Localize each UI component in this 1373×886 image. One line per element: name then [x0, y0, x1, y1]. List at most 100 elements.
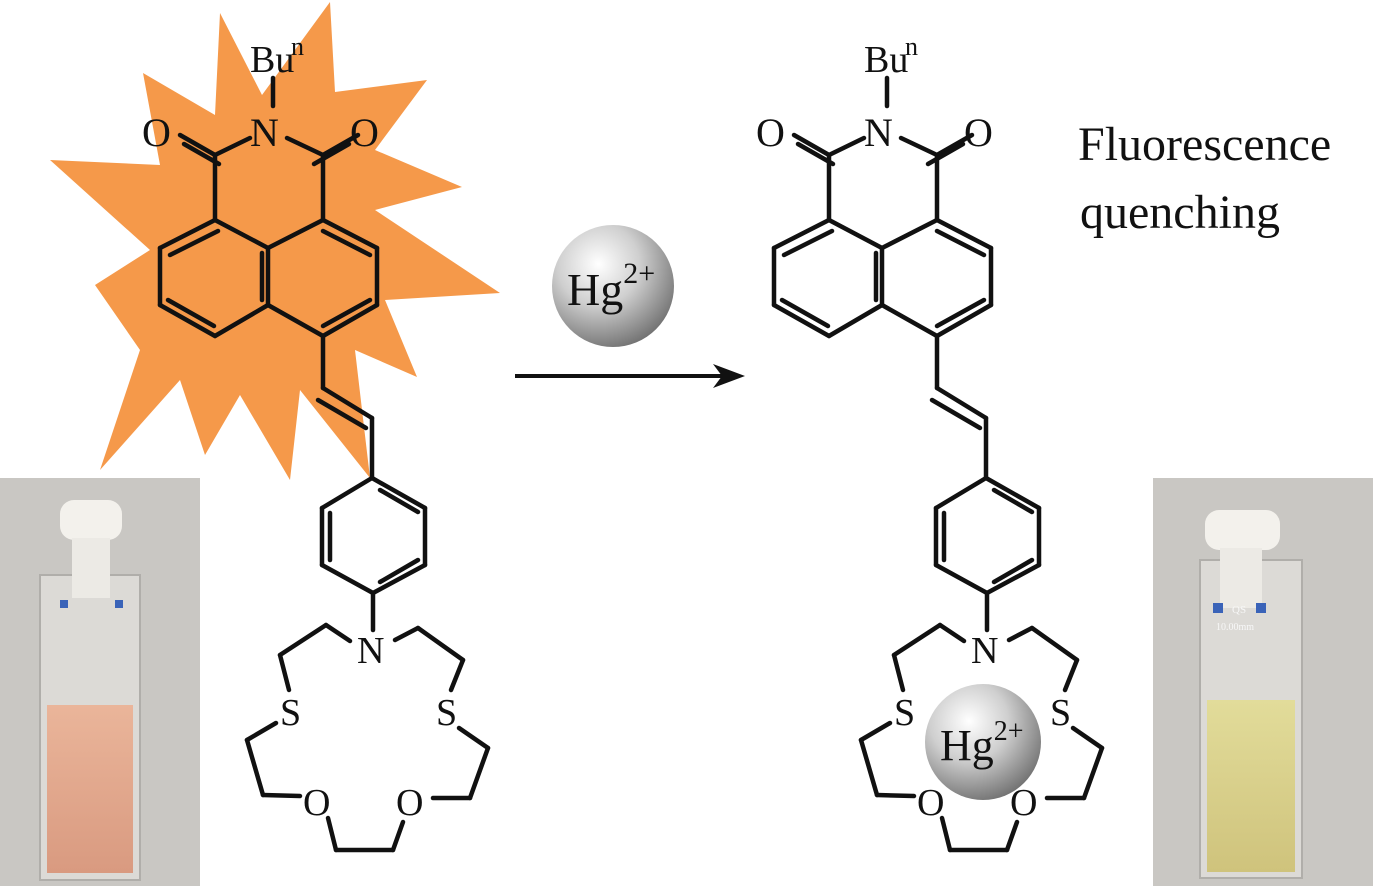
bond [934, 302, 994, 339]
bond [991, 557, 1035, 585]
bond [771, 217, 832, 251]
carbonyl-o-label: O [350, 110, 379, 155]
bond [984, 562, 1042, 596]
bond [933, 475, 989, 511]
bond [1081, 745, 1105, 801]
ether-o-label: O [917, 782, 944, 824]
bond [319, 562, 376, 596]
bond [983, 475, 1042, 511]
bond [284, 135, 326, 158]
bond [1006, 625, 1035, 643]
bond [929, 397, 983, 431]
bond [369, 475, 428, 511]
bond [826, 302, 885, 339]
amine-n-label: N [971, 630, 998, 672]
bond [771, 302, 832, 339]
bond [212, 217, 271, 251]
cuvette-photo-before [0, 478, 200, 886]
bond [934, 385, 989, 421]
bond [277, 652, 292, 693]
bond [1070, 725, 1105, 751]
ether-o-label: O [303, 782, 330, 824]
bound-hg-label: Hg2+ [940, 716, 1024, 770]
amine-n-label: N [357, 630, 384, 672]
bond [874, 792, 917, 799]
bond [323, 622, 353, 644]
cuvette-photo-after: QS 10.00mm [1153, 478, 1373, 886]
bond [325, 815, 339, 853]
bond [1004, 819, 1020, 853]
thioether-s-label: S [1050, 692, 1071, 734]
bond [891, 652, 906, 693]
bond [320, 297, 373, 329]
bond [212, 135, 253, 158]
result-line-2: quenching [1080, 186, 1280, 239]
bond [181, 141, 222, 167]
cuvette-brand: QS [1232, 604, 1246, 616]
bond [390, 819, 406, 853]
bond [377, 557, 421, 585]
bond [319, 475, 375, 511]
bond [934, 132, 975, 158]
bond [377, 487, 421, 515]
bond [320, 385, 375, 421]
butyl-superscript: n [291, 32, 304, 61]
bond [456, 725, 491, 751]
bond [934, 217, 994, 251]
butyl-label: Bu [864, 39, 908, 81]
bond [891, 622, 943, 658]
bond [277, 622, 329, 658]
hg-label: Hg2+ [567, 257, 655, 315]
bond [157, 217, 218, 251]
bond [467, 745, 491, 801]
bond [392, 625, 421, 643]
butyl-label: Bu [250, 39, 294, 81]
bond [858, 737, 880, 798]
bond [244, 737, 266, 798]
bond [934, 297, 987, 329]
bond [265, 217, 326, 251]
bond [311, 141, 352, 167]
bond [937, 622, 967, 644]
hg-ion-sphere [552, 225, 674, 347]
bond [415, 625, 466, 663]
bond [165, 297, 217, 329]
imide-n-label: N [250, 110, 279, 155]
bond [1029, 625, 1080, 663]
bond [779, 297, 831, 329]
carbonyl-o-label: O [142, 110, 171, 155]
bond [898, 135, 940, 158]
carbonyl-o-label: O [756, 110, 785, 155]
bond [260, 792, 303, 799]
bond [879, 217, 940, 251]
bond [925, 141, 966, 167]
bond [879, 302, 940, 339]
bond [320, 217, 380, 251]
butyl-superscript: n [905, 32, 918, 61]
bond [265, 302, 326, 339]
bound-hg-sphere [925, 684, 1041, 800]
bond [212, 302, 271, 339]
bond [320, 132, 361, 158]
bond [939, 815, 953, 853]
bond [934, 228, 987, 258]
ether-o-label: O [396, 782, 423, 824]
bond [791, 132, 832, 158]
result-line-1: Fluorescence [1078, 118, 1331, 171]
bond [157, 302, 218, 339]
arrow-head-icon [713, 364, 745, 388]
bond [448, 657, 466, 693]
bond [826, 217, 885, 251]
bond [933, 562, 990, 596]
bond [167, 228, 221, 258]
bond [177, 132, 218, 158]
bond [370, 562, 428, 596]
bond [826, 135, 867, 158]
carbonyl-o-label: O [964, 110, 993, 155]
bond [781, 228, 835, 258]
bond [795, 141, 836, 167]
cuvette-path-length: 10.00mm [1216, 622, 1254, 633]
